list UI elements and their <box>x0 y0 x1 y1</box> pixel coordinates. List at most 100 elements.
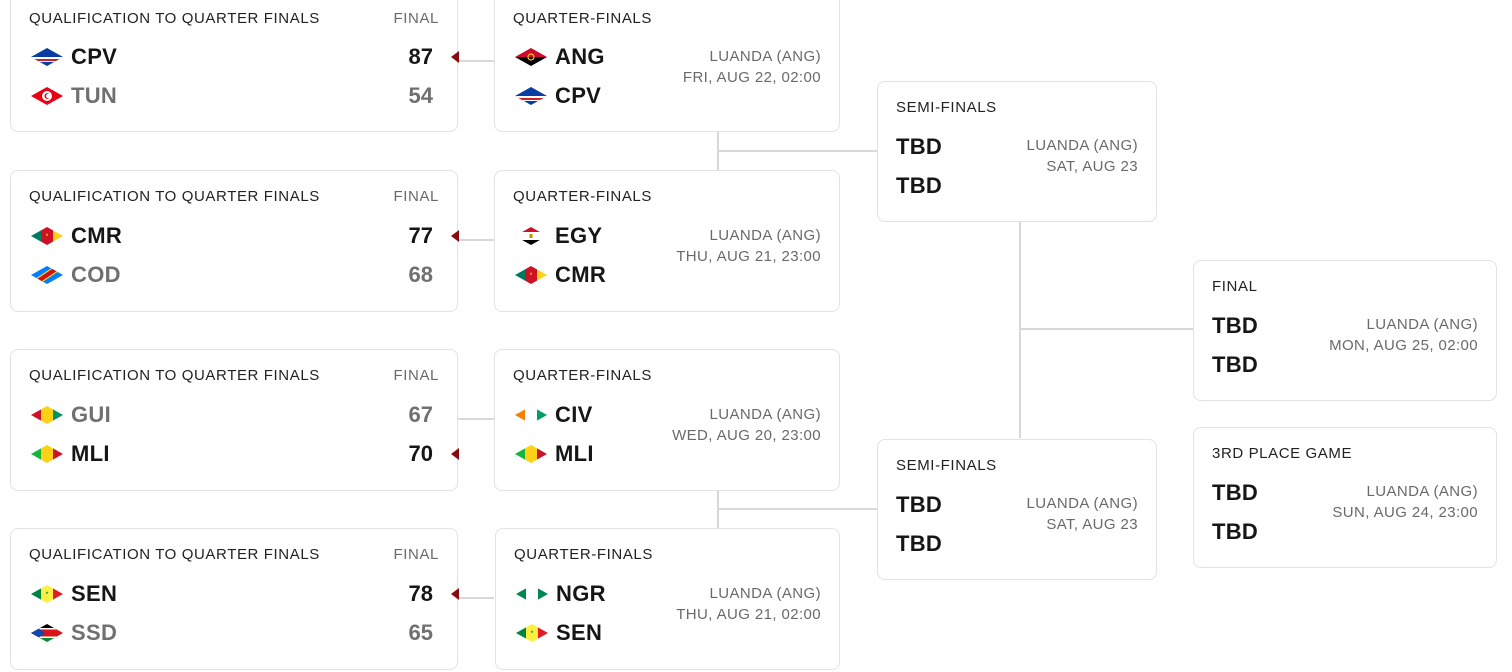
qualification-game-card[interactable]: QUALIFICATION TO QUARTER FINALS FINAL SE… <box>10 528 459 670</box>
team-abbr: MLI <box>555 441 594 466</box>
winner-marker-icon <box>451 230 459 242</box>
team-row[interactable]: MLI <box>29 440 110 468</box>
game-status: FINAL <box>393 10 439 27</box>
team-row[interactable]: TBD <box>896 133 942 161</box>
game-venue: LUANDA (ANG) <box>709 585 821 602</box>
third-place-card[interactable]: 3RD PLACE GAME TBD TBD LUANDA (ANG) SUN,… <box>1193 427 1497 568</box>
team-row[interactable]: TBD <box>1212 518 1258 546</box>
team-abbr: SSD <box>71 620 118 645</box>
game-venue: LUANDA (ANG) <box>1366 483 1478 500</box>
team-score: 77 <box>408 223 433 248</box>
quarter-final-card[interactable]: QUARTER-FINALS NGR SEN LUANDA (ANG) THU,… <box>495 528 840 670</box>
team-row[interactable]: SSD <box>29 619 117 647</box>
flag-mli-icon <box>29 442 65 466</box>
team-row[interactable]: COD <box>29 261 121 289</box>
team-abbr: TBD <box>896 173 943 198</box>
connector-line <box>1019 328 1194 330</box>
team-abbr: TBD <box>896 531 943 556</box>
winner-marker-icon <box>451 448 459 460</box>
final-card[interactable]: FINAL TBD TBD LUANDA (ANG) MON, AUG 25, … <box>1193 260 1497 401</box>
game-datetime: SAT, AUG 23 <box>1046 158 1138 175</box>
team-score: 87 <box>408 44 433 69</box>
team-abbr: SEN <box>71 581 118 606</box>
winner-marker-icon <box>451 51 459 63</box>
team-row[interactable]: CPV <box>513 82 601 110</box>
game-datetime: WED, AUG 20, 23:00 <box>672 427 821 444</box>
game-venue-datetime: LUANDA (ANG) SUN, AUG 24, 23:00 <box>1332 481 1478 523</box>
team-row[interactable]: MLI <box>513 440 594 468</box>
team-score: 68 <box>408 262 433 287</box>
team-row[interactable]: NGR <box>514 580 606 608</box>
round-title: QUALIFICATION TO QUARTER FINALS <box>29 367 320 384</box>
round-title: SEMI-FINALS <box>896 99 997 116</box>
game-venue: LUANDA (ANG) <box>1026 495 1138 512</box>
team-abbr: TBD <box>1212 313 1259 338</box>
quarter-final-card[interactable]: QUARTER-FINALS ANG CPV LUANDA (ANG) FRI,… <box>494 0 840 132</box>
connector-line <box>717 150 878 152</box>
team-abbr: CIV <box>555 402 593 427</box>
connector-line <box>458 239 494 241</box>
team-score: 65 <box>408 620 433 645</box>
team-row[interactable]: GUI <box>29 401 111 429</box>
round-title: QUALIFICATION TO QUARTER FINALS <box>29 546 320 563</box>
round-title: FINAL <box>1212 278 1258 295</box>
team-row[interactable]: TBD <box>896 491 942 519</box>
team-row[interactable]: CIV <box>513 401 593 429</box>
team-abbr: TBD <box>1212 480 1259 505</box>
qualification-game-card[interactable]: QUALIFICATION TO QUARTER FINALS FINAL CM… <box>10 170 459 312</box>
game-datetime: THU, AUG 21, 02:00 <box>676 606 821 623</box>
team-row[interactable]: TBD <box>1212 312 1258 340</box>
team-row[interactable]: TBD <box>896 530 942 558</box>
team-abbr: CPV <box>71 44 118 69</box>
team-abbr: TBD <box>896 492 943 517</box>
flag-ssd-icon <box>29 621 65 645</box>
quarter-final-card[interactable]: QUARTER-FINALS CIV MLI LUANDA (ANG) WED,… <box>494 349 840 491</box>
game-venue-datetime: LUANDA (ANG) THU, AUG 21, 02:00 <box>676 583 821 625</box>
qualification-game-card[interactable]: QUALIFICATION TO QUARTER FINALS FINAL CP… <box>10 0 459 132</box>
game-datetime: SUN, AUG 24, 23:00 <box>1332 504 1478 521</box>
game-venue: LUANDA (ANG) <box>1026 137 1138 154</box>
game-venue-datetime: LUANDA (ANG) FRI, AUG 22, 02:00 <box>683 46 821 88</box>
semi-final-card[interactable]: SEMI-FINALS TBD TBD LUANDA (ANG) SAT, AU… <box>877 81 1157 222</box>
team-row[interactable]: EGY <box>513 222 602 250</box>
team-row[interactable]: CPV <box>29 43 117 71</box>
round-title: QUARTER-FINALS <box>513 367 652 384</box>
flag-civ-icon <box>513 403 549 427</box>
connector-line <box>458 418 494 420</box>
qualification-game-card[interactable]: QUALIFICATION TO QUARTER FINALS FINAL GU… <box>10 349 459 491</box>
team-abbr: TUN <box>71 83 118 108</box>
team-abbr: ANG <box>555 44 605 69</box>
team-row[interactable]: TBD <box>1212 351 1258 379</box>
team-row[interactable]: SEN <box>29 580 117 608</box>
winner-marker-icon <box>451 588 459 600</box>
team-row[interactable]: CMR <box>29 222 122 250</box>
game-status: FINAL <box>393 367 439 384</box>
team-abbr: CPV <box>555 83 602 108</box>
round-title: SEMI-FINALS <box>896 457 997 474</box>
connector-line <box>1019 222 1021 438</box>
team-abbr: GUI <box>71 402 112 427</box>
connector-line <box>458 60 494 62</box>
flag-mli-icon <box>513 442 549 466</box>
team-row[interactable]: SEN <box>514 619 602 647</box>
quarter-final-card[interactable]: QUARTER-FINALS EGY CMR LUANDA (ANG) THU,… <box>494 170 840 312</box>
team-abbr: NGR <box>556 581 606 606</box>
flag-egy-icon <box>513 224 549 248</box>
semi-final-card[interactable]: SEMI-FINALS TBD TBD LUANDA (ANG) SAT, AU… <box>877 439 1157 580</box>
team-abbr: TBD <box>1212 352 1259 377</box>
team-abbr: TBD <box>896 134 943 159</box>
team-row[interactable]: TBD <box>896 172 942 200</box>
team-score: 78 <box>408 581 433 606</box>
team-row[interactable]: CMR <box>513 261 606 289</box>
game-venue-datetime: LUANDA (ANG) SAT, AUG 23 <box>1027 135 1139 177</box>
team-abbr: TBD <box>1212 519 1259 544</box>
team-row[interactable]: ANG <box>513 43 605 71</box>
game-datetime: MON, AUG 25, 02:00 <box>1329 337 1478 354</box>
round-title: QUALIFICATION TO QUARTER FINALS <box>29 188 320 205</box>
team-abbr: CMR <box>555 262 607 287</box>
team-abbr: COD <box>71 262 121 287</box>
game-status: FINAL <box>393 188 439 205</box>
team-row[interactable]: TUN <box>29 82 117 110</box>
flag-sen-icon <box>29 582 65 606</box>
team-row[interactable]: TBD <box>1212 479 1258 507</box>
